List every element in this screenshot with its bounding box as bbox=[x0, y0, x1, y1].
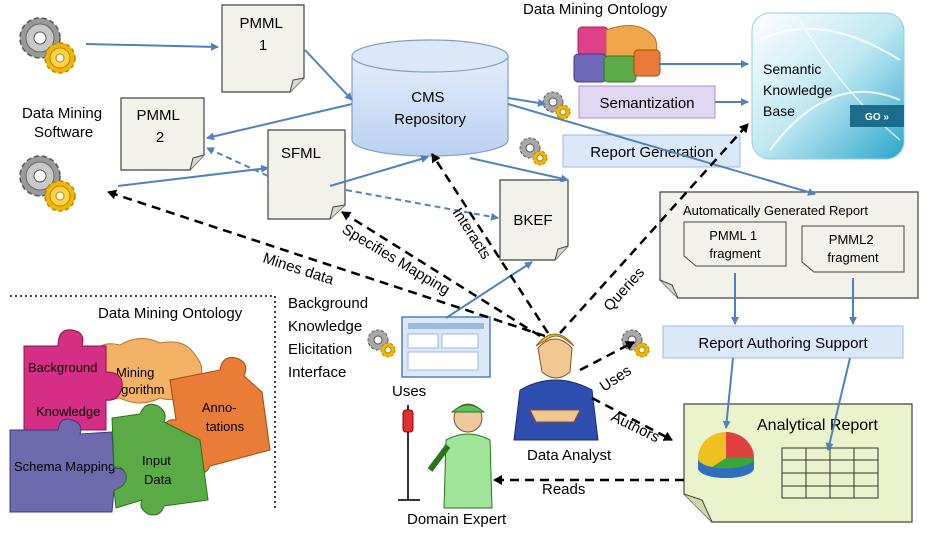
sfml-document: SFML bbox=[267, 129, 346, 220]
bkei-screenshot-icon bbox=[401, 316, 491, 378]
report-authoring-support-label: Report Authoring Support bbox=[698, 335, 868, 352]
pmml1-fragment: PMML 1 fragment bbox=[683, 221, 787, 267]
cms-repository-label: CMS Repository bbox=[394, 89, 466, 128]
pmml2-fragment-label: PMML2 fragment bbox=[827, 232, 879, 265]
auto-report-document: Automatically Generated Report PMML 1 fr… bbox=[659, 191, 919, 299]
schema-mapping-label: Schema Mapping bbox=[14, 459, 115, 474]
authors-label: Authors bbox=[608, 408, 662, 446]
pmml1-document: PMML 1 bbox=[221, 4, 305, 93]
blue-dashed-arrows bbox=[206, 147, 499, 221]
bkef-label: BKEF bbox=[513, 212, 552, 229]
queries-label: Queries bbox=[600, 264, 648, 314]
knowledge-label: Knowledge bbox=[36, 404, 100, 419]
pmml2-label: PMML 2 bbox=[137, 107, 184, 146]
domain-expert-label: Domain Expert bbox=[407, 511, 507, 528]
software-gear-icon-bottom bbox=[19, 155, 76, 212]
knowledge-base-label: Semantic Knowledge Base bbox=[763, 61, 836, 119]
table-icon bbox=[781, 447, 879, 499]
data-analyst-figure bbox=[513, 333, 599, 441]
domain-expert-uses-label: Uses bbox=[392, 383, 426, 400]
puzzle-piece-schema-mapping: Schema Mapping bbox=[9, 418, 129, 513]
semantization-box: Semantization bbox=[578, 85, 716, 119]
background-label: Background bbox=[28, 360, 97, 375]
mining-algorithm-label: Mining Algorithm bbox=[110, 365, 165, 397]
pie-chart-icon bbox=[697, 432, 755, 478]
bkef-document: BKEF bbox=[499, 179, 569, 261]
blue-arrows bbox=[85, 42, 857, 451]
annotations-label: Anno- tations bbox=[202, 400, 245, 434]
reads-label: Reads bbox=[542, 481, 585, 498]
report-generation-label: Report Generation bbox=[590, 144, 713, 161]
kb-go-label: GO » bbox=[865, 112, 889, 123]
ontology-legend-box: Data Mining Ontology Mining Algorithm Ba… bbox=[9, 295, 276, 516]
report-authoring-support-box: Report Authoring Support bbox=[662, 325, 904, 359]
sfml-label: SFML bbox=[281, 145, 321, 162]
cms-repository: CMS Repository bbox=[351, 39, 509, 157]
ontology-box-label: Data Mining Ontology bbox=[98, 305, 243, 322]
software-gear-icon-top bbox=[19, 17, 76, 74]
pmml1-label: PMML 1 bbox=[240, 15, 287, 54]
semantization-label: Semantization bbox=[599, 95, 694, 112]
analyst-uses-label: Uses bbox=[597, 362, 635, 395]
analyst-uses-gear-icon bbox=[621, 329, 650, 358]
semantic-knowledge-base: Semantic Knowledge Base GO » bbox=[751, 12, 905, 160]
pmml2-fragment: PMML2 fragment bbox=[801, 225, 905, 273]
pmml1-fragment-label: PMML 1 fragment bbox=[709, 228, 761, 261]
data-mining-software-label: Data Mining Software bbox=[22, 105, 106, 141]
analytical-report-label: Analytical Report bbox=[757, 417, 879, 434]
puzzle-piece-background-knowledge: Background Knowledge bbox=[23, 329, 123, 431]
domain-expert-figure bbox=[398, 403, 493, 509]
input-data-label: Input Data bbox=[142, 453, 175, 487]
puzzle-piece-input-data: Input Data bbox=[111, 403, 209, 516]
pmml2-document: PMML 2 bbox=[120, 97, 205, 171]
kb-go-button[interactable] bbox=[850, 105, 904, 127]
puzzle-icon bbox=[573, 25, 661, 83]
bkei-label: Background Knowledge Elicitation Interfa… bbox=[288, 295, 372, 381]
ontology-top-label: Data Mining Ontology bbox=[523, 1, 668, 18]
auto-report-label: Automatically Generated Report bbox=[683, 203, 868, 218]
data-analyst-label: Data Analyst bbox=[527, 447, 612, 464]
black-dashed-arrows bbox=[107, 123, 749, 485]
report-generation-box: Report Generation bbox=[562, 134, 741, 168]
analytical-report-document: Analytical Report bbox=[683, 403, 913, 523]
report-generation-gear-icon bbox=[519, 137, 548, 166]
bkei-gear-icon bbox=[367, 329, 396, 358]
